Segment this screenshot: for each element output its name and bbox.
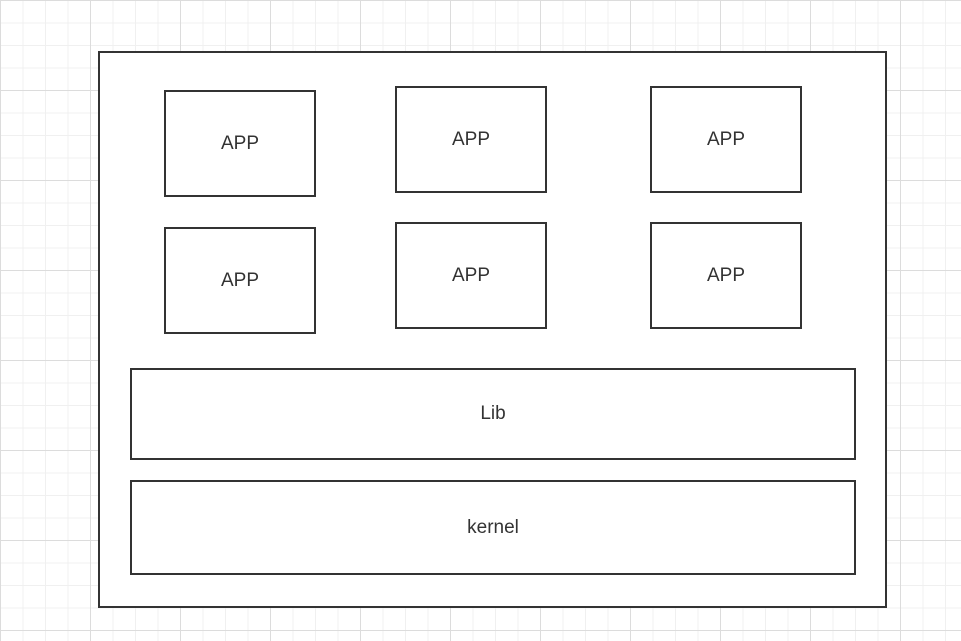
app-box-3[interactable]: APP xyxy=(650,86,802,193)
app-label: APP xyxy=(220,269,260,291)
kernel-label: kernel xyxy=(467,516,519,538)
app-box-6[interactable]: APP xyxy=(650,222,802,329)
kernel-layer[interactable]: kernel xyxy=(130,480,856,575)
app-label: APP xyxy=(220,132,260,154)
app-label: APP xyxy=(451,128,491,150)
app-label: APP xyxy=(451,264,491,286)
lib-layer[interactable]: Lib xyxy=(130,368,856,460)
app-box-1[interactable]: APP xyxy=(164,90,316,197)
app-box-2[interactable]: APP xyxy=(395,86,547,193)
app-label: APP xyxy=(706,128,746,150)
app-box-5[interactable]: APP xyxy=(395,222,547,329)
lib-label: Lib xyxy=(480,403,506,424)
app-label: APP xyxy=(706,264,746,286)
app-box-4[interactable]: APP xyxy=(164,227,316,334)
